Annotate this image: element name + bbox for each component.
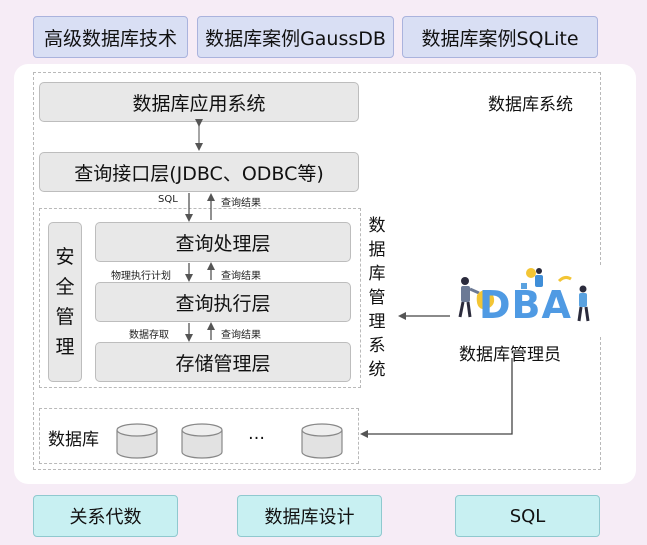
security-char: 安	[55, 246, 75, 268]
database-label: 数据库	[48, 430, 99, 450]
tab-advanced-db[interactable]: 高级数据库技术	[33, 16, 188, 58]
dbms-vertical-label: 数 据 库 管 理 系 统	[366, 214, 388, 382]
dba-illustration: DBA	[443, 265, 601, 337]
security-char: 管	[55, 306, 75, 328]
dbms-char: 理	[368, 312, 386, 332]
query-execution-box: 查询执行层	[95, 282, 351, 322]
tab-database-design[interactable]: 数据库设计	[237, 495, 382, 537]
dbms-char: 库	[368, 264, 386, 284]
dbms-char: 统	[368, 360, 386, 380]
dba-people-icon	[458, 268, 590, 322]
dba-label: 数据库管理员	[459, 345, 561, 365]
query-result-label: 查询结果	[221, 271, 261, 282]
database-storage-boundary	[39, 408, 359, 464]
query-result-label: 查询结果	[221, 198, 261, 209]
dbms-boundary	[39, 208, 361, 388]
security-management-box: 安 全 管 理	[48, 222, 82, 382]
tab-sql[interactable]: SQL	[455, 495, 600, 537]
tab-sqlite[interactable]: 数据库案例SQLite	[402, 16, 598, 58]
dbms-char: 系	[368, 336, 386, 356]
tab-gaussdb[interactable]: 数据库案例GaussDB	[197, 16, 394, 58]
storage-management-box: 存储管理层	[95, 342, 351, 382]
data-access-label: 数据存取	[129, 330, 169, 341]
query-processing-box: 查询处理层	[95, 222, 351, 262]
query-result-label: 查询结果	[221, 330, 261, 341]
security-char: 全	[55, 276, 75, 298]
dba-logo-text: DBA	[479, 283, 572, 327]
dbms-char: 据	[368, 240, 386, 260]
security-char: 理	[55, 336, 75, 358]
physical-plan-label: 物理执行计划	[111, 271, 171, 282]
app-layer-box: 数据库应用系统	[39, 82, 359, 122]
dbms-char: 数	[368, 216, 386, 236]
sql-label: SQL	[158, 194, 178, 205]
interface-layer-box: 查询接口层(JDBC、ODBC等)	[39, 152, 359, 192]
tab-relational-algebra[interactable]: 关系代数	[33, 495, 178, 537]
database-system-label: 数据库系统	[488, 95, 573, 115]
dbms-char: 管	[368, 288, 386, 308]
ellipsis-label: …	[248, 424, 265, 444]
